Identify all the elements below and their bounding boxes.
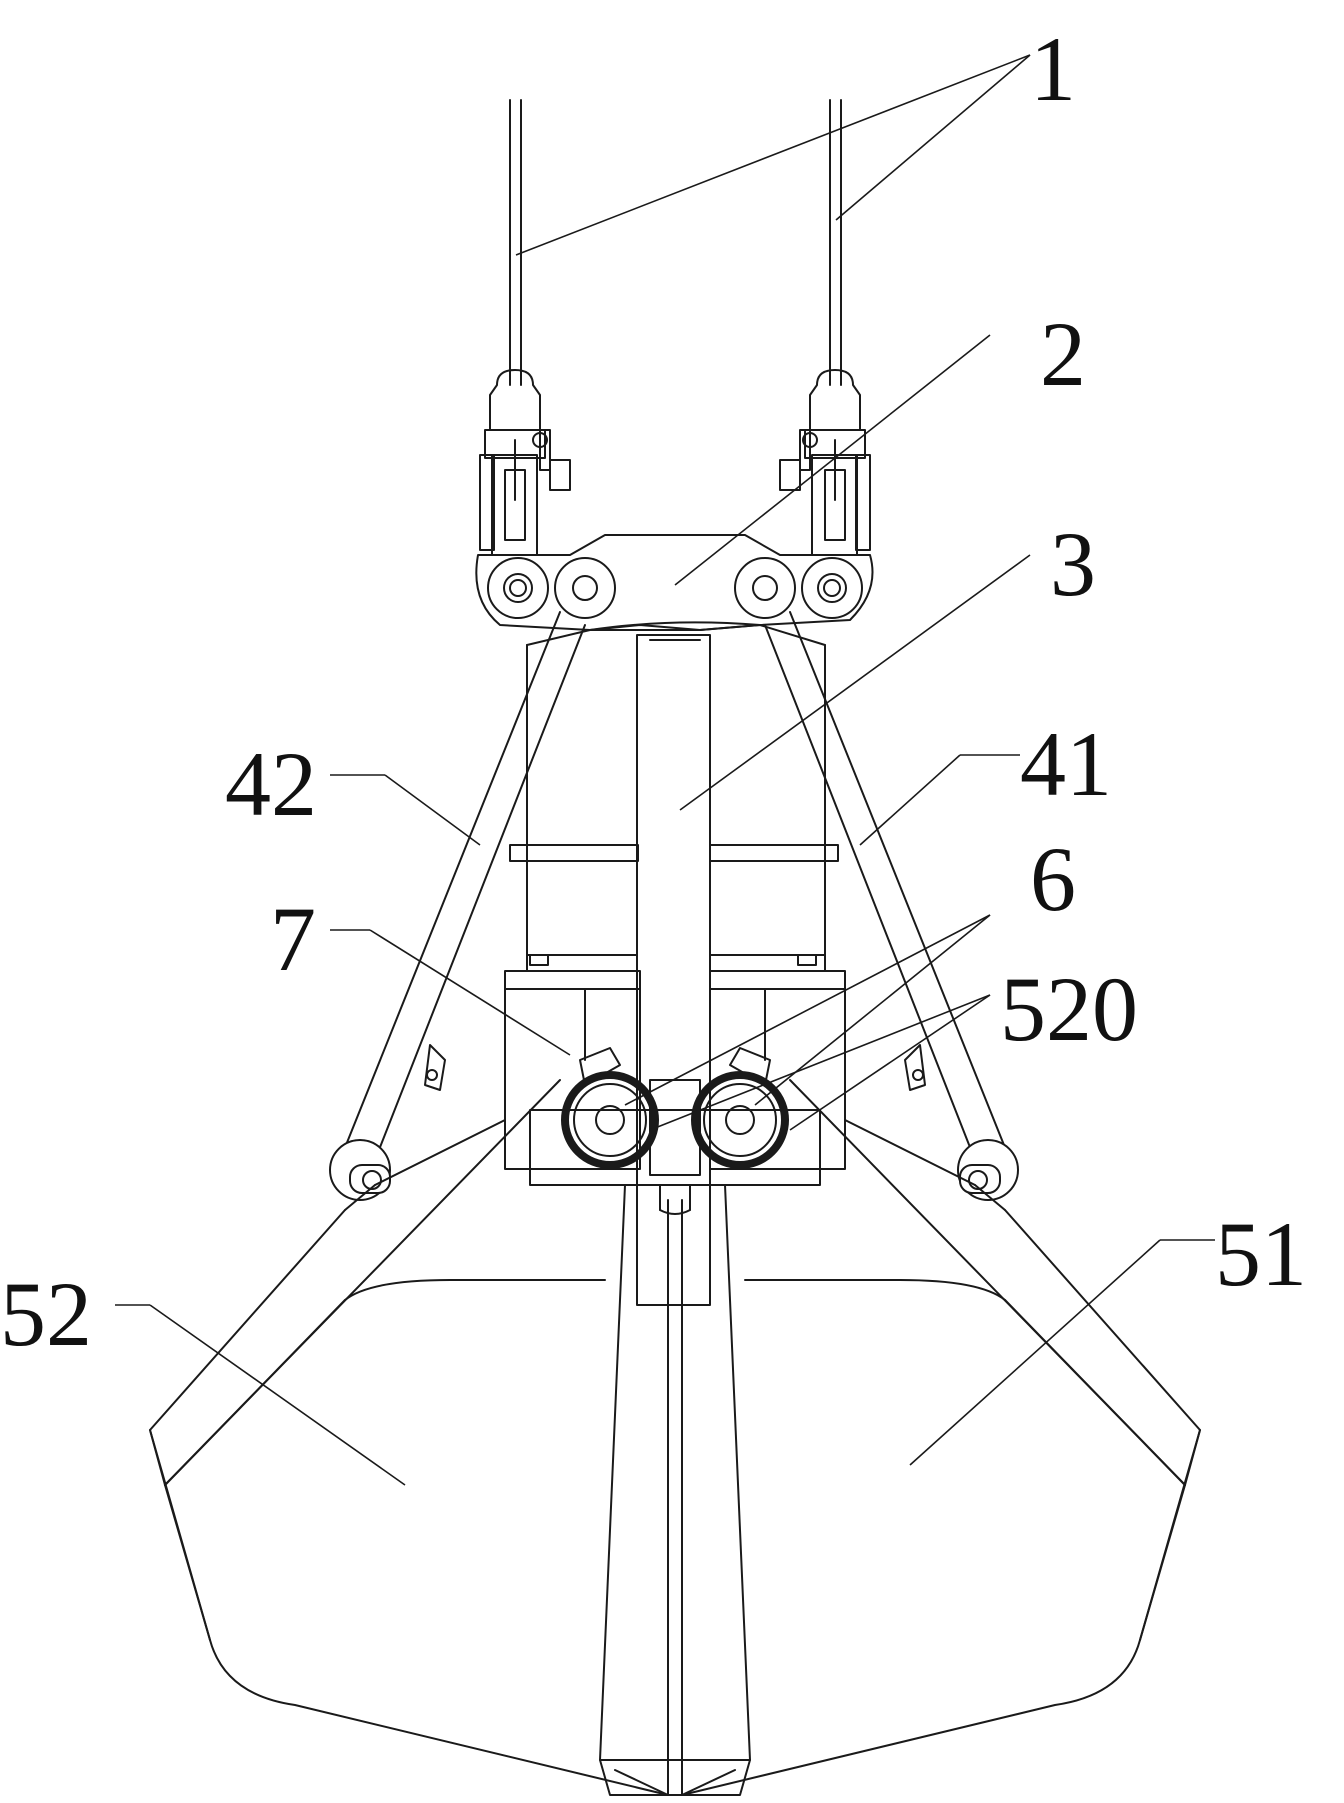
- label-41: 41: [1020, 713, 1112, 815]
- rod-pivot-left: [329, 1139, 391, 1201]
- label-6: 6: [1030, 828, 1076, 930]
- roller-left: [561, 1071, 659, 1169]
- rope-socket-right: [779, 369, 871, 556]
- label-52: 52: [0, 1263, 92, 1365]
- label-42: 42: [225, 733, 317, 835]
- bucket-shell-left: [149, 1079, 669, 1796]
- rod-pivot-right: [957, 1139, 1019, 1201]
- label-51: 51: [1215, 1203, 1307, 1305]
- label-1: 1: [1030, 18, 1076, 120]
- support-rod-left: [339, 611, 586, 1161]
- label-520: 520: [1000, 958, 1138, 1060]
- lifting-ropes: [509, 99, 842, 386]
- center-column: [599, 1184, 751, 1796]
- reference-numerals: 1 2 3 41 42 6 520 7 51 52: [0, 18, 1307, 1365]
- label-3: 3: [1050, 513, 1096, 615]
- upper-beam: [475, 534, 874, 631]
- support-rod-right: [764, 611, 1011, 1161]
- label-2: 2: [1040, 303, 1086, 405]
- lower-block: [504, 988, 846, 1186]
- roller-right: [691, 1071, 789, 1169]
- cylinder-housing: [504, 624, 846, 1306]
- bucket-shell-right: [681, 1079, 1201, 1796]
- rope-socket-left: [479, 369, 571, 556]
- label-7: 7: [270, 888, 316, 990]
- leader-lines: [115, 54, 1215, 1486]
